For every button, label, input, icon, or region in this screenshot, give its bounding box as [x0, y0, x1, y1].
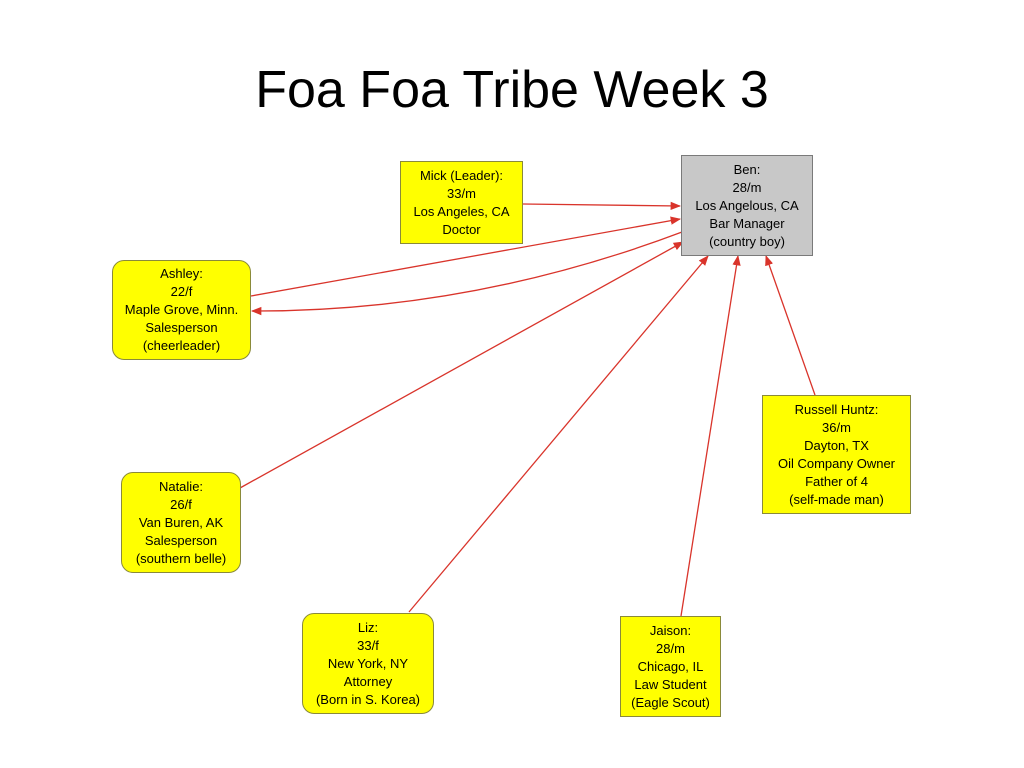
edge-ashley-to-ben	[250, 216, 682, 297]
node-jaison-line: (Eagle Scout)	[631, 694, 710, 710]
node-ben-line: Los Angelous, CA	[695, 197, 799, 213]
edge-natalie-to-ben	[239, 241, 684, 489]
node-jaison: Jaison: 28/m Chicago, IL Law Student (Ea…	[620, 616, 721, 717]
node-russell-line: Father of 4	[805, 473, 868, 489]
edge-ben-to-ashley	[250, 231, 683, 316]
node-jaison-line: Law Student	[634, 676, 707, 692]
node-mick: Mick (Leader): 33/m Los Angeles, CA Doct…	[400, 161, 523, 244]
node-natalie-line: 26/f	[170, 496, 192, 512]
node-ben-line: Bar Manager	[709, 215, 785, 231]
node-ashley-line: Ashley:	[160, 266, 203, 281]
node-mick-line: Mick (Leader):	[419, 167, 504, 183]
node-liz-line: New York, NY	[327, 655, 409, 671]
node-liz: Liz: 33/f New York, NY Attorney (Born in…	[302, 613, 434, 714]
node-jaison-line: Chicago, IL	[637, 658, 704, 674]
node-mick-line: 33/m	[447, 185, 476, 201]
node-natalie-line: (southern belle)	[135, 550, 227, 566]
node-liz-line: Liz:	[357, 619, 379, 635]
node-natalie-line: Salesperson	[144, 532, 218, 548]
edge-jaison-to-ben	[680, 254, 741, 617]
node-russell: Russell Huntz: 36/m Dayton, TX Oil Compa…	[762, 395, 911, 514]
node-russell-line: 36/m	[822, 419, 851, 435]
node-liz-line: 33/f	[357, 637, 379, 653]
edge-liz-to-ben	[408, 255, 709, 613]
node-ben-line: (country boy)	[709, 233, 785, 249]
node-ashley-line: 22/f	[170, 284, 193, 299]
node-russell-line: Russell Huntz:	[794, 401, 879, 417]
node-natalie-line: Natalie:	[158, 478, 204, 494]
node-russell-line: (self-made man)	[789, 491, 884, 507]
node-liz-line: Attorney	[343, 673, 393, 689]
node-ben-line: 28/m	[732, 179, 762, 195]
node-jaison-line: Jaison:	[649, 622, 692, 638]
node-natalie-line: Van Buren, AK	[138, 514, 224, 530]
node-ben: Ben: 28/m Los Angelous, CA Bar Manager (…	[681, 155, 813, 256]
node-natalie: Natalie: 26/f Van Buren, AK Salesperson …	[121, 472, 241, 573]
node-ashley: Ashley: 22/f Maple Grove, Minn. Salesper…	[112, 260, 251, 360]
node-ashley-line: Salesperson	[145, 320, 218, 335]
node-russell-line: Oil Company Owner	[777, 455, 896, 471]
node-mick-line: Los Angeles, CA	[413, 203, 510, 219]
edge-mick-to-ben	[522, 201, 682, 211]
slide-title: Foa Foa Tribe Week 3	[255, 61, 769, 119]
node-ashley-line: (cheerleader)	[142, 338, 221, 353]
node-russell-line: Dayton, TX	[804, 437, 869, 453]
node-ben-line: Ben:	[733, 161, 761, 177]
node-jaison-line: 28/m	[656, 640, 685, 656]
node-mick-line: Doctor	[442, 221, 481, 237]
edge-russell-to-ben	[765, 255, 816, 396]
node-liz-line: (Born in S. Korea)	[315, 691, 421, 707]
node-ashley-line: Maple Grove, Minn.	[124, 302, 239, 317]
